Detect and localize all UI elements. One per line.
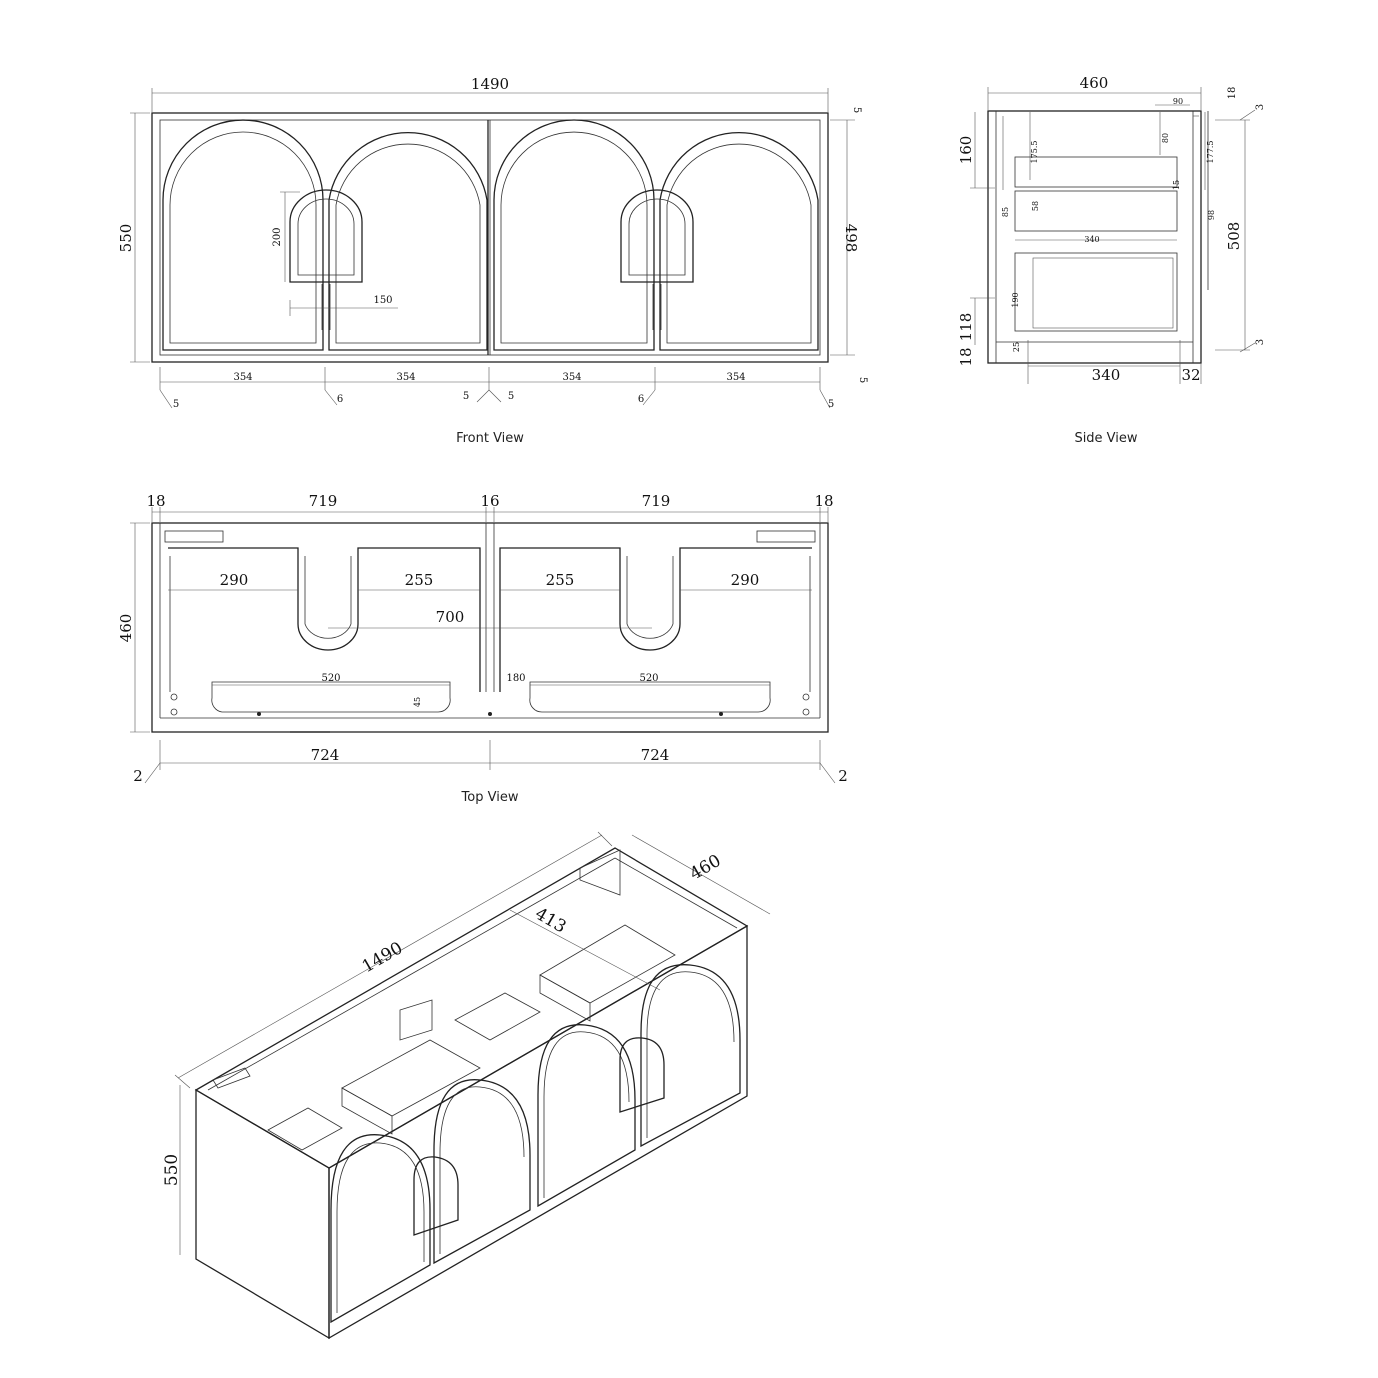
side-d3-bottom: 3 bbox=[1255, 339, 1266, 345]
iso-handle-right bbox=[619, 1037, 665, 1113]
side-d190: 190 bbox=[1011, 292, 1020, 307]
side-view: 460 90 18 3 160 175.5 80 177.5 15 85 58 … bbox=[957, 74, 1266, 446]
iso-handle-left bbox=[413, 1156, 459, 1236]
iso-length-label: 1490 bbox=[359, 938, 406, 977]
top-d290-right: 290 bbox=[731, 571, 760, 589]
side-d118: 118 bbox=[957, 313, 975, 342]
front-handle-right bbox=[620, 189, 694, 283]
front-gap-4: 5 bbox=[508, 391, 514, 402]
top-d255-right: 255 bbox=[546, 571, 575, 589]
side-depth-label: 460 bbox=[1080, 74, 1109, 92]
front-door-width-2: 354 bbox=[396, 372, 415, 383]
iso-height-label: 550 bbox=[162, 1154, 182, 1186]
top-d520-right: 520 bbox=[639, 673, 658, 684]
side-d58: 58 bbox=[1031, 201, 1040, 211]
front-gap-1: 5 bbox=[173, 399, 179, 410]
isometric-view: 1490 460 550 413 bbox=[162, 831, 771, 1340]
front-door-width-1: 354 bbox=[233, 372, 252, 383]
front-door-width-3: 354 bbox=[562, 372, 581, 383]
front-left-door bbox=[162, 119, 488, 351]
front-view: 1490 550 498 5 5 200 150 354 354 354 354 bbox=[117, 75, 868, 446]
front-gap-6: 5 bbox=[828, 399, 834, 410]
front-door-height-label: 498 bbox=[842, 224, 860, 253]
front-gap-bottom-label: 5 bbox=[857, 377, 868, 383]
top-d719-right: 719 bbox=[642, 492, 671, 510]
front-right-door bbox=[493, 119, 819, 351]
top-d724-right: 724 bbox=[641, 746, 670, 764]
side-d80: 80 bbox=[1161, 133, 1170, 143]
side-d175-5: 175.5 bbox=[1030, 141, 1039, 164]
iso-side-face bbox=[195, 1088, 330, 1340]
side-d90: 90 bbox=[1173, 97, 1183, 106]
top-d2-left: 2 bbox=[133, 767, 143, 785]
side-d160: 160 bbox=[957, 136, 975, 165]
front-width-label: 1490 bbox=[471, 75, 509, 93]
side-d3-top: 3 bbox=[1255, 104, 1266, 110]
front-gap-2: 6 bbox=[337, 394, 343, 405]
side-d25: 25 bbox=[1012, 342, 1021, 352]
front-gap-top-label: 5 bbox=[851, 107, 862, 113]
side-d18-bottom: 18 bbox=[957, 347, 975, 366]
top-d520-left: 520 bbox=[321, 673, 340, 684]
side-d85: 85 bbox=[1001, 207, 1010, 217]
front-gap-5: 6 bbox=[638, 394, 644, 405]
front-view-caption: Front View bbox=[456, 431, 524, 446]
side-d177-5: 177.5 bbox=[1206, 141, 1215, 164]
iso-inner-label: 413 bbox=[531, 904, 569, 938]
front-handle-height-label: 200 bbox=[272, 227, 283, 246]
top-d719-left: 719 bbox=[309, 492, 338, 510]
front-door-width-4: 354 bbox=[726, 372, 745, 383]
front-gap-3: 5 bbox=[463, 391, 469, 402]
top-outline bbox=[151, 522, 829, 733]
side-d340-mid: 340 bbox=[1084, 235, 1099, 244]
side-d15: 15 bbox=[1172, 180, 1181, 190]
top-view-caption: Top View bbox=[461, 790, 519, 805]
top-d180: 180 bbox=[506, 673, 525, 684]
front-handle-offset-label: 150 bbox=[373, 295, 392, 306]
front-height-label: 550 bbox=[117, 224, 135, 253]
top-sink-cutout-right bbox=[499, 547, 812, 692]
top-d16: 16 bbox=[480, 492, 499, 510]
top-d290-left: 290 bbox=[220, 571, 249, 589]
top-d2-right: 2 bbox=[838, 767, 848, 785]
top-view: 18 719 16 719 18 460 290 255 255 290 700… bbox=[117, 492, 848, 805]
top-d18-left: 18 bbox=[146, 492, 165, 510]
top-d255-left: 255 bbox=[405, 571, 434, 589]
top-d45: 45 bbox=[413, 697, 422, 707]
top-d18-right: 18 bbox=[814, 492, 833, 510]
iso-top-face bbox=[194, 847, 749, 1169]
top-sink-cutout-left bbox=[168, 547, 481, 692]
front-outline bbox=[151, 112, 829, 363]
top-d724-left: 724 bbox=[311, 746, 340, 764]
side-d32: 32 bbox=[1181, 366, 1200, 384]
top-depth-label: 460 bbox=[117, 614, 135, 643]
side-d340-bottom: 340 bbox=[1092, 366, 1121, 384]
iso-depth-label: 460 bbox=[686, 851, 724, 885]
side-view-caption: Side View bbox=[1074, 431, 1137, 446]
iso-front-face bbox=[328, 924, 748, 1340]
side-d98: 98 bbox=[1207, 210, 1216, 220]
side-outline bbox=[987, 110, 1202, 364]
top-d700: 700 bbox=[436, 608, 465, 626]
front-handle-left bbox=[289, 189, 363, 283]
side-d508: 508 bbox=[1225, 222, 1243, 251]
side-d18-top: 18 bbox=[1227, 87, 1238, 100]
